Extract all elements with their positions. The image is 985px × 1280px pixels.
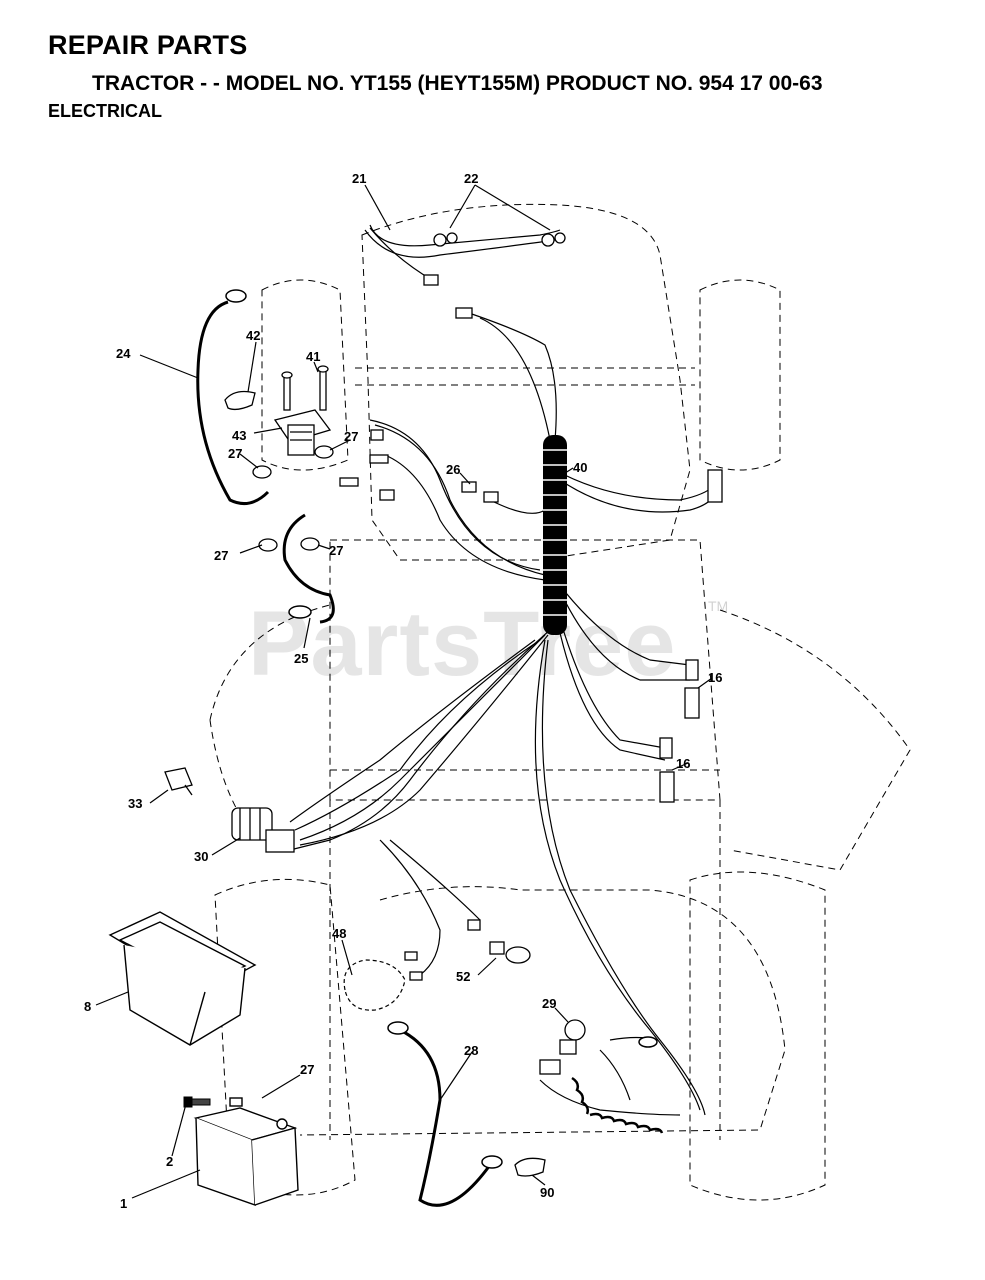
seat-switch bbox=[559, 1019, 586, 1055]
callout-25: 25 bbox=[294, 651, 308, 666]
connectors bbox=[339, 274, 723, 1075]
center-channel bbox=[329, 800, 721, 1140]
bolt-2 bbox=[183, 1096, 211, 1108]
callout-26: 26 bbox=[446, 462, 460, 477]
callout-41: 41 bbox=[306, 349, 320, 364]
nuts bbox=[252, 445, 334, 552]
callout-27d: 27 bbox=[329, 543, 343, 558]
callout-27a: 27 bbox=[344, 429, 358, 444]
battery-box bbox=[108, 911, 257, 1046]
watermark-trademark: TM bbox=[708, 598, 729, 614]
harness-top-loop-2 bbox=[364, 229, 556, 258]
bulb-52 bbox=[505, 946, 531, 964]
callout-42: 42 bbox=[246, 328, 260, 343]
callout-2: 2 bbox=[166, 1154, 173, 1169]
harness-coil-wire bbox=[539, 1079, 681, 1116]
cable-terminals bbox=[225, 289, 658, 1169]
page-title: REPAIR PARTS bbox=[48, 30, 248, 60]
section-title: ELECTRICAL bbox=[48, 101, 162, 121]
callout-1: 1 bbox=[120, 1196, 127, 1211]
ignition-key bbox=[164, 767, 193, 796]
boot-42 bbox=[224, 390, 256, 411]
callout-24: 24 bbox=[116, 346, 131, 361]
callout-40: 40 bbox=[573, 460, 587, 475]
callout-28: 28 bbox=[464, 1043, 478, 1058]
callout-21: 21 bbox=[352, 171, 366, 186]
watermark-text: PartsTree bbox=[248, 593, 677, 695]
fender-left bbox=[209, 604, 331, 831]
callout-27c: 27 bbox=[214, 548, 228, 563]
seat-pan bbox=[329, 539, 721, 801]
callout-29: 29 bbox=[542, 996, 556, 1011]
rear-right-wheel bbox=[689, 871, 826, 1201]
light-switch bbox=[343, 959, 406, 1011]
cable-24 bbox=[196, 300, 270, 506]
callout-52: 52 bbox=[456, 969, 470, 984]
cable-28 bbox=[399, 1028, 492, 1207]
coil-cord bbox=[571, 1076, 664, 1134]
cable-25 bbox=[282, 513, 335, 624]
callout-16a: 16 bbox=[708, 670, 722, 685]
rear-body bbox=[299, 886, 786, 1136]
hood-outline bbox=[361, 203, 691, 561]
callout-16b: 16 bbox=[676, 756, 690, 771]
model-subtitle: TRACTOR - - MODEL NO. YT155 (HEYT155M) P… bbox=[92, 72, 823, 95]
callout-43: 43 bbox=[232, 428, 246, 443]
harness-sleeve bbox=[543, 435, 567, 635]
deck-right bbox=[719, 609, 911, 871]
solenoid bbox=[273, 365, 332, 456]
callout-22: 22 bbox=[464, 171, 478, 186]
callout-33: 33 bbox=[128, 796, 142, 811]
callout-48: 48 bbox=[332, 926, 346, 941]
battery-cables bbox=[196, 300, 492, 1207]
battery bbox=[193, 1097, 299, 1207]
bulbs bbox=[433, 232, 566, 247]
callout-30: 30 bbox=[194, 849, 208, 864]
front-right-wheel bbox=[699, 279, 781, 471]
ignition-switch bbox=[231, 807, 295, 853]
callout-90: 90 bbox=[540, 1185, 554, 1200]
leader-lines bbox=[95, 184, 713, 1199]
boot-90 bbox=[514, 1157, 546, 1177]
callout-labels: 21 22 24 42 41 43 27 27 27 27 26 40 25 1… bbox=[84, 171, 722, 1211]
callout-8: 8 bbox=[84, 999, 91, 1014]
callout-27b: 27 bbox=[228, 446, 242, 461]
callout-27e: 27 bbox=[300, 1062, 314, 1077]
front-left-wheel bbox=[261, 279, 349, 471]
harness-top-loop bbox=[369, 224, 561, 247]
